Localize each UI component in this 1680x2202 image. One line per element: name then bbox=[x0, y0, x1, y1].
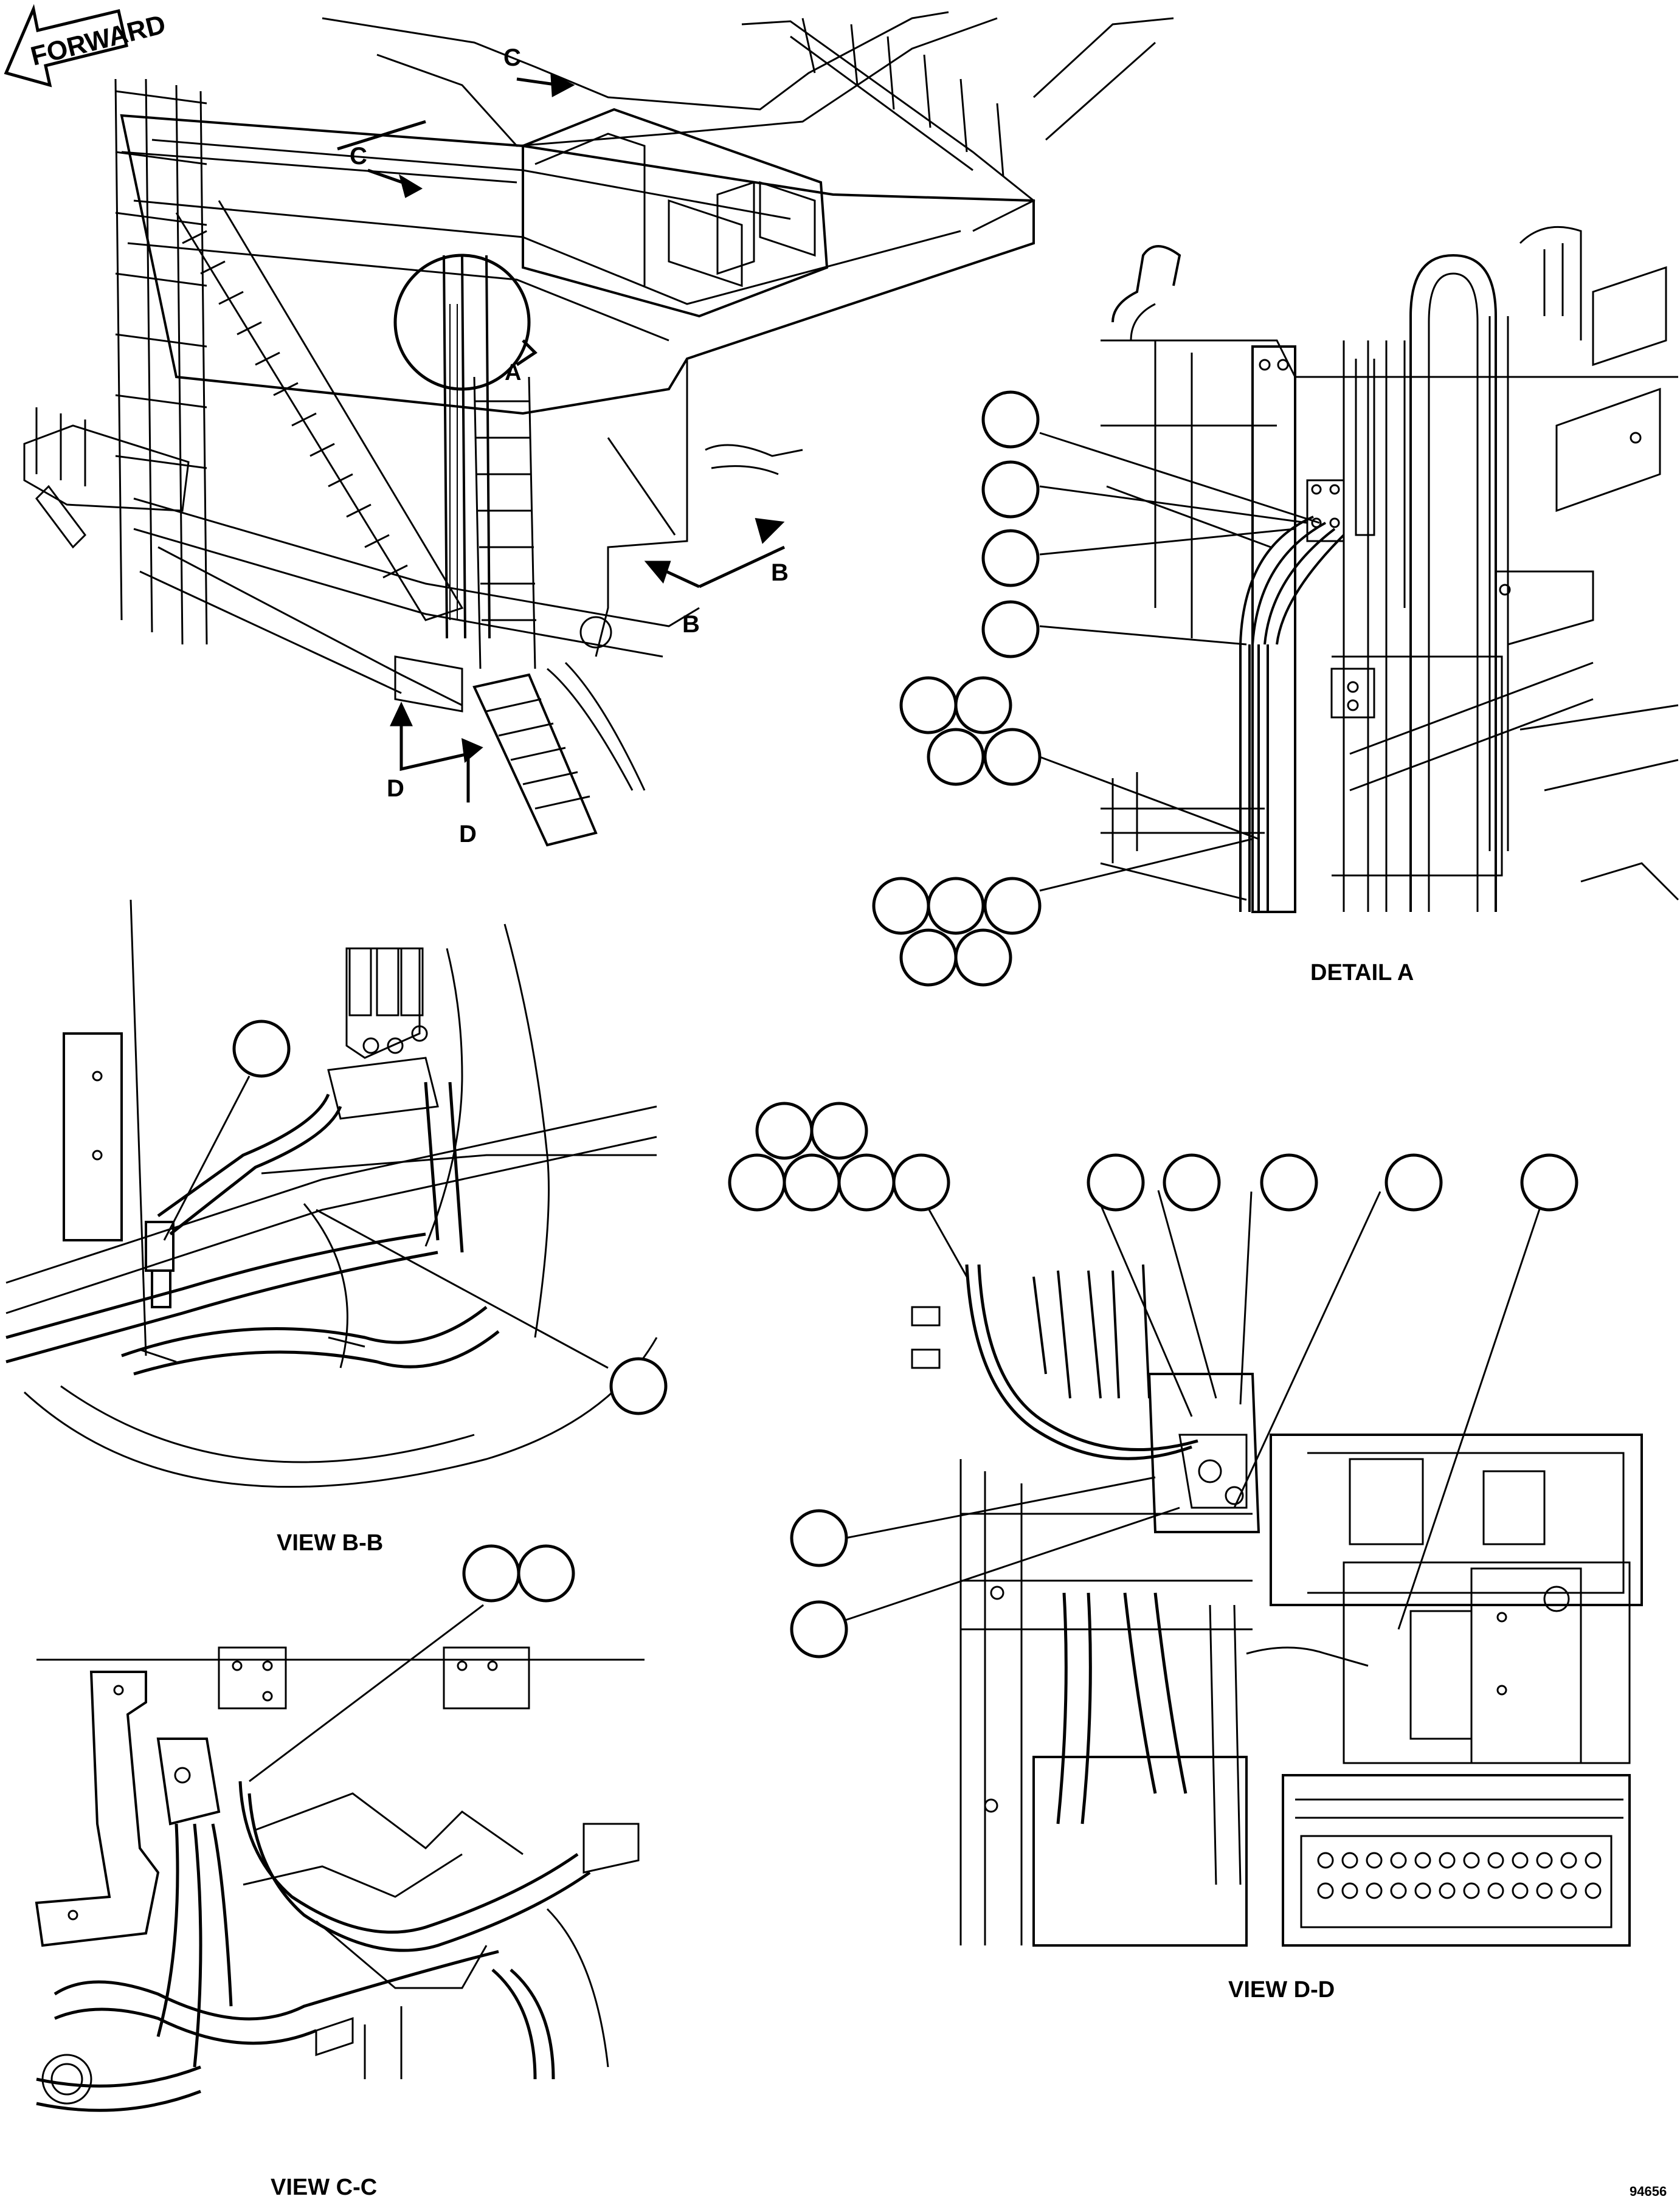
callout-balloon bbox=[783, 1153, 841, 1212]
callout-balloon bbox=[981, 600, 1040, 658]
callout-balloon bbox=[981, 390, 1040, 449]
callout-balloon bbox=[1163, 1153, 1221, 1212]
section-b-markers bbox=[644, 518, 786, 588]
callout-balloon bbox=[983, 728, 1042, 786]
callout-balloon bbox=[609, 1357, 668, 1415]
marker-a: A bbox=[505, 360, 521, 385]
callout-balloon bbox=[872, 877, 930, 935]
callout-balloon bbox=[927, 728, 985, 786]
view-c-drawing bbox=[35, 1646, 645, 2112]
marker-d-2: D bbox=[459, 821, 477, 847]
callout-balloon bbox=[232, 1020, 291, 1078]
callout-balloon bbox=[954, 928, 1012, 987]
view-d-callouts bbox=[728, 1102, 1578, 1658]
view-b-caption: VIEW B-B bbox=[277, 1530, 383, 1556]
callout-balloon bbox=[899, 676, 958, 734]
callout-balloon bbox=[837, 1153, 896, 1212]
callout-balloon bbox=[755, 1102, 814, 1160]
detail-a-caption: DETAIL A bbox=[1310, 960, 1414, 985]
detail-a-drawing bbox=[1100, 226, 1679, 913]
callout-balloon bbox=[790, 1509, 848, 1567]
marker-c-2: C bbox=[503, 44, 521, 71]
marker-b-2: B bbox=[682, 611, 700, 638]
callout-balloon bbox=[790, 1600, 848, 1658]
callout-balloon bbox=[810, 1102, 868, 1160]
marker-d-1: D bbox=[387, 775, 404, 802]
view-c-callouts bbox=[249, 1544, 575, 1783]
callout-balloon bbox=[981, 529, 1040, 587]
callout-balloon bbox=[1260, 1153, 1318, 1212]
callout-balloon bbox=[1087, 1153, 1145, 1212]
view-d-caption: VIEW D-D bbox=[1228, 1977, 1335, 2003]
machine-overview bbox=[23, 11, 1174, 847]
callout-balloon bbox=[981, 460, 1040, 519]
callout-balloon bbox=[517, 1544, 575, 1603]
figure-id: 94656 bbox=[1630, 2184, 1667, 2199]
detail-a-callouts bbox=[872, 390, 1320, 987]
forward-arrow: FORWARD bbox=[4, 4, 168, 88]
callout-balloon bbox=[899, 928, 958, 987]
view-b-drawing bbox=[5, 899, 658, 1488]
callout-balloon bbox=[1520, 1153, 1578, 1212]
section-d-markers bbox=[390, 702, 483, 802]
marker-b-1: B bbox=[771, 559, 789, 586]
callout-balloon bbox=[983, 877, 1042, 935]
marker-c-1: C bbox=[350, 143, 367, 170]
callout-balloon bbox=[1384, 1153, 1443, 1212]
view-c-caption: VIEW C-C bbox=[271, 2175, 377, 2200]
callout-balloon bbox=[927, 877, 985, 935]
detail-a-circle: A bbox=[393, 254, 538, 391]
callout-balloon bbox=[462, 1544, 520, 1603]
view-b-callouts bbox=[163, 1020, 668, 1415]
callout-balloon bbox=[954, 676, 1012, 734]
callout-balloon bbox=[892, 1153, 950, 1212]
view-d-drawing bbox=[911, 1264, 1643, 1947]
section-c-markers bbox=[337, 72, 575, 198]
callout-balloon bbox=[728, 1153, 786, 1212]
